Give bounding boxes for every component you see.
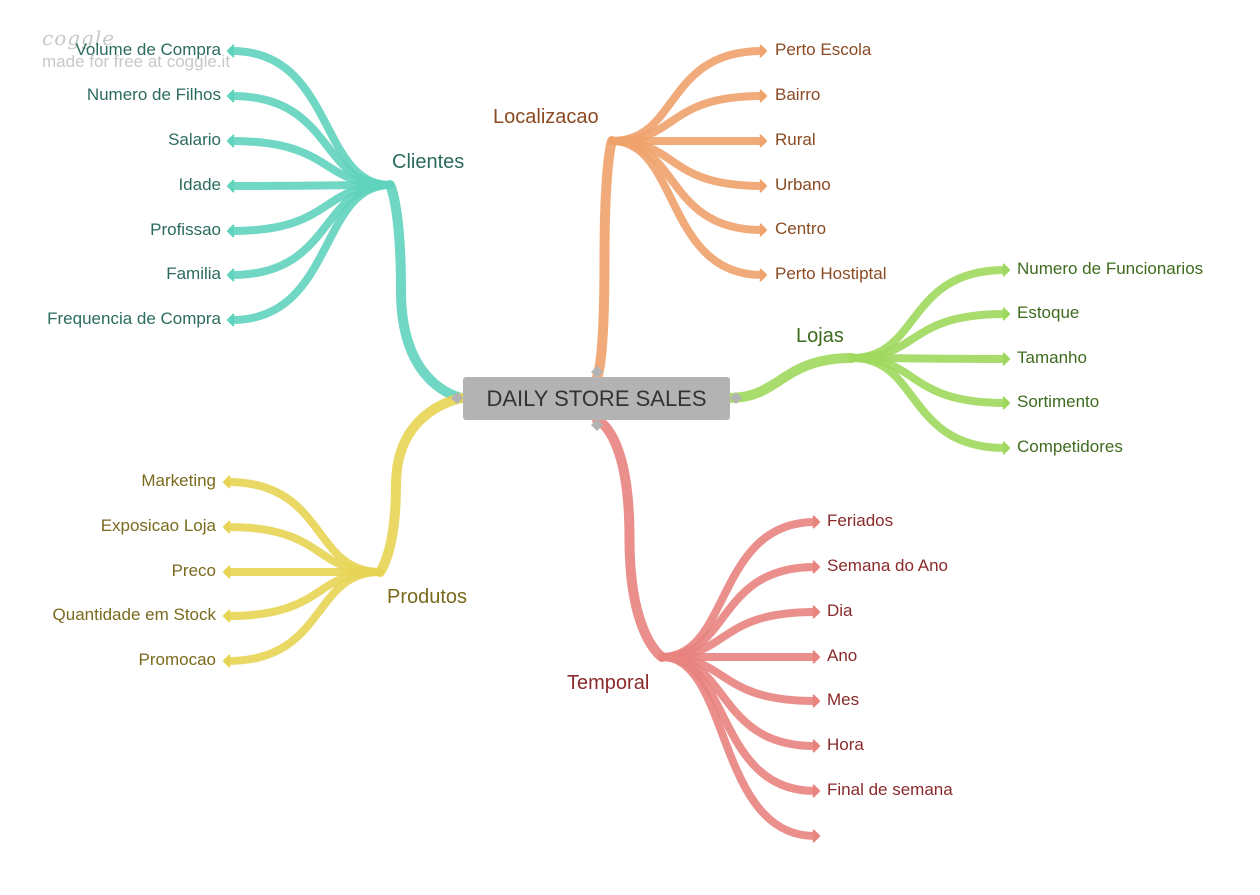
leaf-node-lojas-3[interactable]: Sortimento bbox=[1017, 392, 1100, 411]
leaf-node-localizacao-1[interactable]: Bairro bbox=[775, 85, 821, 104]
leaf-node-clientes-0[interactable]: Volume de Compra bbox=[75, 40, 221, 59]
leaf-arrow-produtos-1 bbox=[222, 520, 231, 534]
leaf-node-localizacao-2[interactable]: Rural bbox=[775, 130, 816, 149]
leaf-arrow-temporal-3 bbox=[812, 650, 821, 664]
coggle-watermark-text: made for free at coggle.it bbox=[42, 52, 231, 71]
leaf-arrow-temporal-0 bbox=[812, 515, 821, 529]
leaf-arrow-clientes-4 bbox=[226, 224, 235, 238]
leaf-arrow-produtos-0 bbox=[222, 475, 231, 489]
leaf-arrow-localizacao-1 bbox=[759, 89, 768, 103]
leaf-node-localizacao-4[interactable]: Centro bbox=[775, 219, 827, 238]
leaf-link-lojas-4 bbox=[848, 354, 1009, 452]
leaf-arrow-clientes-0 bbox=[226, 44, 235, 58]
leaf-arrow-produtos-3 bbox=[222, 609, 231, 623]
leaf-arrow-temporal-6 bbox=[812, 784, 821, 798]
leaf-arrow-temporal-2 bbox=[812, 605, 821, 619]
branch-node-temporal[interactable]: Temporal bbox=[567, 672, 650, 694]
branch-link-localizacao bbox=[592, 136, 617, 382]
leaf-arrow-clientes-6 bbox=[226, 313, 235, 327]
leaf-arrow-clientes-3 bbox=[226, 179, 235, 193]
leaf-arrow-clientes-5 bbox=[226, 268, 235, 282]
leaf-node-lojas-2[interactable]: Tamanho bbox=[1017, 348, 1087, 367]
leaf-node-clientes-1[interactable]: Numero de Filhos bbox=[86, 85, 221, 104]
leaf-arrow-temporal-5 bbox=[812, 739, 821, 753]
root-node[interactable]: DAILY STORE SALES bbox=[463, 377, 730, 420]
leaf-arrow-lojas-1 bbox=[1002, 307, 1011, 321]
branch-node-localizacao[interactable]: Localizacao bbox=[493, 106, 599, 128]
leaf-arrow-temporal-7 bbox=[812, 829, 821, 843]
leaf-node-produtos-4[interactable]: Promocao bbox=[138, 650, 216, 669]
leaf-node-temporal-6[interactable]: Final de semana bbox=[827, 780, 953, 799]
leaf-arrow-lojas-0 bbox=[1002, 263, 1011, 277]
branch-node-clientes[interactable]: Clientes bbox=[392, 151, 465, 173]
leaf-node-temporal-2[interactable]: Dia bbox=[827, 601, 853, 620]
leaf-node-temporal-4[interactable]: Mes bbox=[827, 690, 860, 709]
leaf-node-produtos-1[interactable]: Exposicao Loja bbox=[100, 516, 216, 535]
branch-link-lojas bbox=[725, 353, 857, 403]
leaf-node-produtos-2[interactable]: Preco bbox=[171, 561, 216, 580]
leaf-node-lojas-1[interactable]: Estoque bbox=[1017, 303, 1080, 322]
leaf-node-localizacao-0[interactable]: Perto Escola bbox=[775, 40, 872, 59]
leaf-arrow-temporal-4 bbox=[812, 694, 821, 708]
leaf-node-temporal-5[interactable]: Hora bbox=[827, 735, 864, 754]
leaf-arrow-localizacao-3 bbox=[759, 179, 768, 193]
leaf-link-produtos-4 bbox=[224, 568, 384, 665]
leaf-arrow-clientes-1 bbox=[226, 89, 235, 103]
leaf-node-clientes-5[interactable]: Familia bbox=[166, 264, 221, 283]
leaf-node-temporal-3[interactable]: Ano bbox=[827, 646, 858, 665]
coggle-logo: coggle bbox=[42, 26, 116, 50]
leaf-node-clientes-6[interactable]: Frequencia de Compra bbox=[47, 309, 221, 328]
leaf-node-clientes-3[interactable]: Idade bbox=[178, 175, 221, 194]
root-connector-1 bbox=[591, 419, 603, 431]
root-connector-0 bbox=[591, 366, 603, 378]
leaf-arrow-clientes-2 bbox=[226, 134, 235, 148]
leaf-link-clientes-6 bbox=[228, 181, 394, 324]
leaf-link-localizacao-5 bbox=[608, 137, 766, 279]
leaf-arrow-localizacao-2 bbox=[759, 134, 768, 148]
branch-node-produtos[interactable]: Produtos bbox=[387, 586, 468, 608]
leaf-arrow-localizacao-5 bbox=[759, 268, 768, 282]
leaf-node-produtos-0[interactable]: Marketing bbox=[141, 471, 216, 490]
root-connector-2 bbox=[451, 392, 463, 404]
coggle-watermark: coggle made for free at coggle.it bbox=[42, 26, 230, 72]
leaf-arrow-temporal-1 bbox=[812, 560, 821, 574]
branch-link-produtos bbox=[375, 393, 467, 577]
leaf-arrow-lojas-3 bbox=[1002, 396, 1011, 410]
leaf-link-temporal-0 bbox=[658, 518, 819, 661]
leaf-node-clientes-4[interactable]: Profissao bbox=[150, 220, 221, 239]
branch-link-clientes bbox=[385, 180, 467, 403]
leaf-arrow-lojas-4 bbox=[1002, 441, 1011, 455]
leaf-arrow-lojas-2 bbox=[1002, 352, 1011, 366]
leaf-node-produtos-3[interactable]: Quantidade em Stock bbox=[52, 605, 216, 624]
leaf-node-temporal-1[interactable]: Semana do Ano bbox=[827, 556, 948, 575]
leaf-node-lojas-4[interactable]: Competidores bbox=[1017, 437, 1123, 456]
leaf-node-temporal-0[interactable]: Feriados bbox=[827, 511, 894, 530]
leaf-link-temporal-7 bbox=[658, 653, 819, 840]
root-node-label: DAILY STORE SALES bbox=[486, 385, 707, 411]
leaf-node-lojas-0[interactable]: Numero de Funcionarios bbox=[1017, 259, 1204, 278]
leaf-arrow-localizacao-0 bbox=[759, 44, 768, 58]
leaf-arrow-localizacao-4 bbox=[759, 223, 768, 237]
leaf-arrow-produtos-4 bbox=[222, 654, 231, 668]
branch-link-temporal bbox=[592, 415, 667, 662]
leaf-link-clientes-0 bbox=[228, 47, 394, 189]
root-connector-3 bbox=[730, 392, 742, 404]
leaf-arrow-produtos-2 bbox=[222, 565, 231, 579]
leaf-node-clientes-2[interactable]: Salario bbox=[168, 130, 221, 149]
leaf-node-localizacao-5[interactable]: Perto Hostiptal bbox=[775, 264, 887, 283]
mindmap-links bbox=[222, 44, 1011, 843]
leaf-node-localizacao-3[interactable]: Urbano bbox=[775, 175, 831, 194]
branch-node-lojas[interactable]: Lojas bbox=[796, 325, 844, 347]
